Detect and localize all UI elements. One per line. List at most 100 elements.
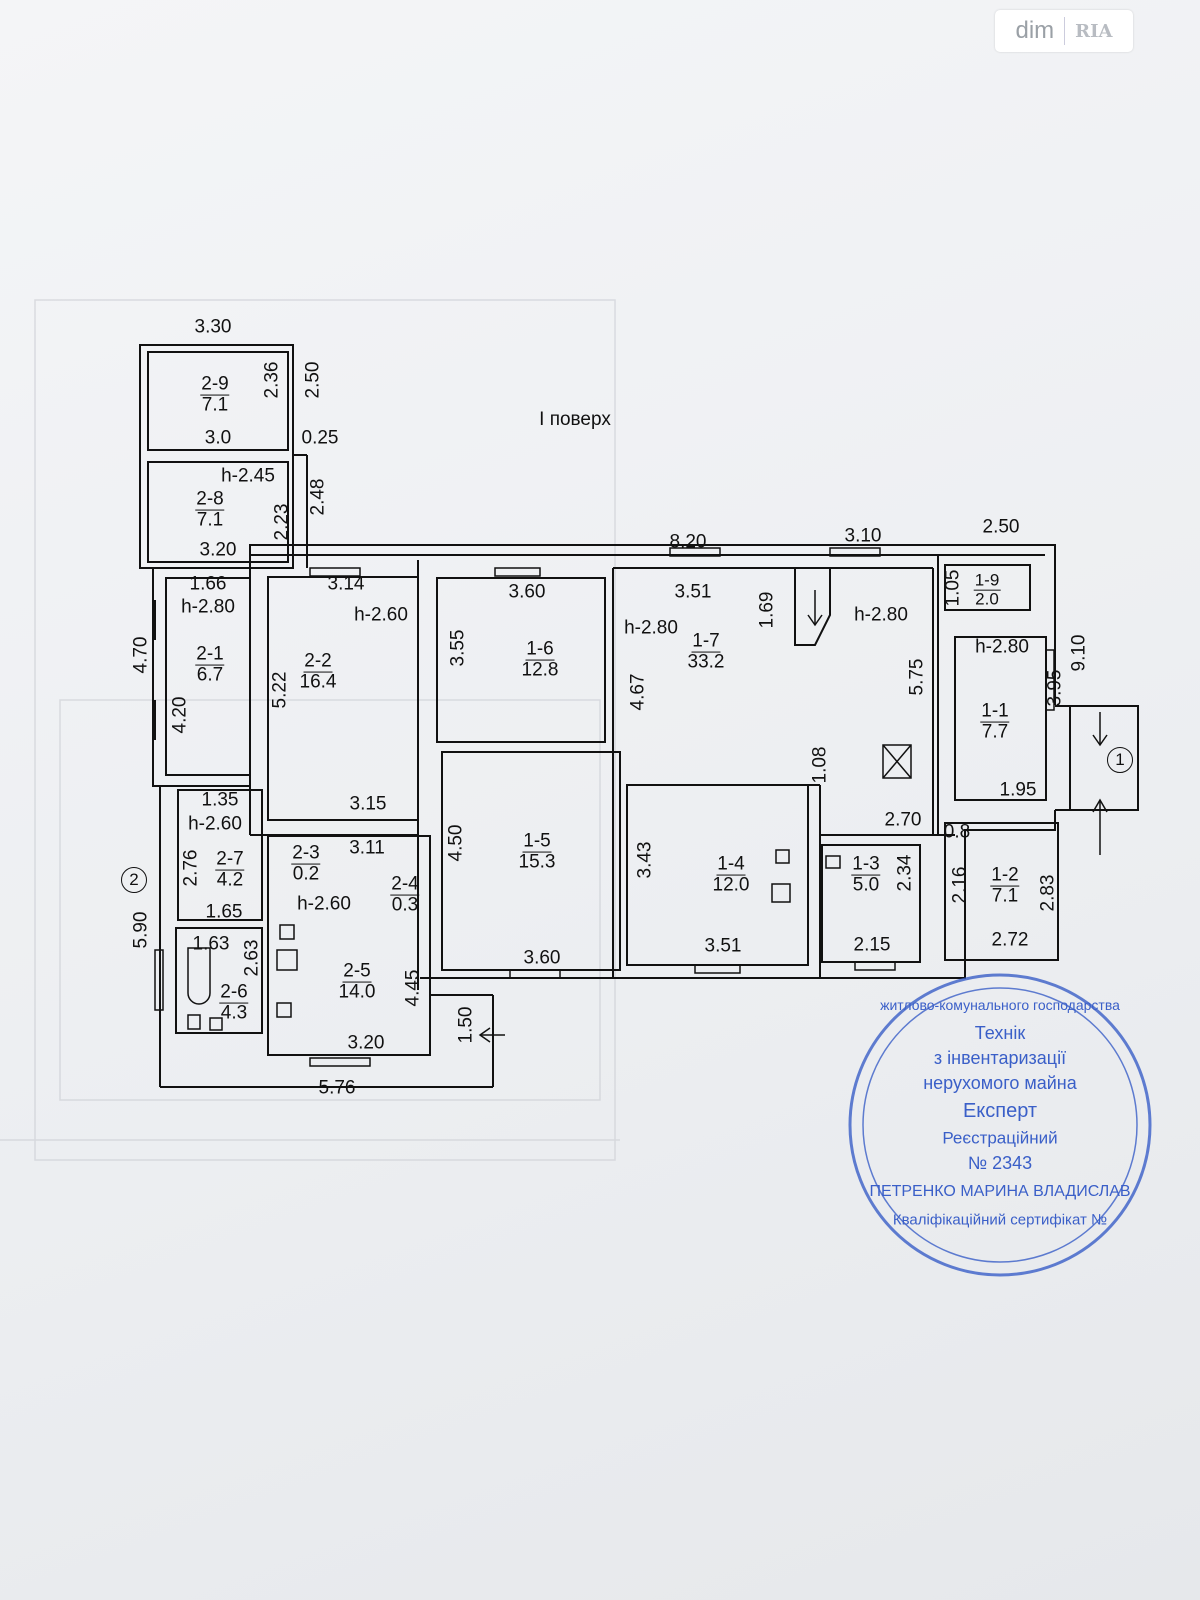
dimension: 3.11 <box>349 837 385 859</box>
dimension: 2.15 <box>853 934 891 956</box>
room-area: 7.1 <box>201 394 229 416</box>
room-number: 1-9 <box>973 570 1001 591</box>
room-number: 2-1 <box>195 643 225 666</box>
dimension: 1.95 <box>999 779 1037 801</box>
dimension: 2.34 <box>894 854 916 892</box>
floor-title: I поверх <box>539 409 611 430</box>
ceiling-height: h-2.60 <box>297 893 351 915</box>
dimension: 3.10 <box>844 525 882 547</box>
dimension: 1.66 <box>189 573 227 595</box>
dimension: 5.76 <box>318 1077 356 1099</box>
dimension: 5.90 <box>130 911 152 949</box>
dimension: 3.43 <box>634 841 656 879</box>
room-number: 1-2 <box>990 864 1020 887</box>
room-area: 7.7 <box>981 721 1009 743</box>
room-number: 1-6 <box>525 638 555 661</box>
room-number: 2-6 <box>219 981 249 1004</box>
room-area: 4.3 <box>220 1002 248 1024</box>
room-number: 1-3 <box>851 853 881 876</box>
room-area: 14.0 <box>338 981 376 1003</box>
room-area: 2.0 <box>975 589 999 609</box>
dimria-logo: dim RIA <box>995 10 1133 52</box>
dimension: 1.65 <box>205 901 243 923</box>
room-number: 2-4 <box>390 873 420 896</box>
dimension: 1.08 <box>809 746 831 784</box>
room-number: 1-1 <box>980 700 1010 723</box>
dimension: 3.51 <box>674 581 712 603</box>
room-number: 1-5 <box>522 830 552 853</box>
room-area: 6.7 <box>196 664 224 686</box>
room-area: 12.8 <box>521 659 559 681</box>
dimension: 2.50 <box>302 361 324 399</box>
stamp-circle <box>848 973 1152 1277</box>
room-area: 0.3 <box>391 894 419 916</box>
stamp-text: Експерт <box>962 1100 1038 1122</box>
dimension: 3.30 <box>194 316 232 338</box>
dimension: 2.48 <box>307 478 329 516</box>
ceiling-height: h-2.60 <box>188 813 242 835</box>
room-area: 0.2 <box>292 863 320 885</box>
dimension: 4.20 <box>169 696 191 734</box>
dimension: 0.25 <box>301 427 339 449</box>
room-number: 2-9 <box>200 373 230 396</box>
dimension: 4.67 <box>627 673 649 711</box>
dimension: 3.60 <box>508 581 546 603</box>
room-area: 5.0 <box>852 874 880 896</box>
dimension: 4.50 <box>445 824 467 862</box>
room-area: 7.1 <box>991 885 1019 907</box>
stamp-text: Технік <box>974 1023 1026 1043</box>
room-area: 16.4 <box>299 671 337 693</box>
dimension: 2.83 <box>1037 874 1059 912</box>
stamp-text: нерухомого майна <box>923 1073 1077 1093</box>
room-number: 1-7 <box>691 630 721 653</box>
dimension: 3.0 <box>204 427 232 449</box>
dimension: 9.10 <box>1068 634 1090 672</box>
dimension: 3.60 <box>523 947 561 969</box>
dimension: 5.75 <box>906 658 928 696</box>
dimension: 2.63 <box>241 939 263 977</box>
room-area: 4.2 <box>216 869 244 891</box>
ceiling-height: h-2.60 <box>354 604 408 626</box>
dimension: 1.63 <box>192 933 230 955</box>
dimension: 2.76 <box>180 849 202 887</box>
dimension: 1.35 <box>201 789 239 811</box>
room-number: 2-3 <box>291 842 321 865</box>
dimension: 2.70 <box>884 809 922 831</box>
dimension: 1.05 <box>942 569 964 607</box>
room-area: 15.3 <box>518 851 556 873</box>
dimension: 3.95 <box>1044 669 1066 707</box>
ceiling-height: h-2.80 <box>624 617 678 639</box>
stamp-text: з інвентаризації <box>933 1048 1067 1068</box>
entrance-marker: 1 <box>1107 747 1133 773</box>
dimension: 2.23 <box>271 503 293 541</box>
dimension: 5.22 <box>269 671 291 709</box>
dimension: 3.14 <box>327 573 365 595</box>
room-area: 33.2 <box>687 651 725 673</box>
ceiling-height: h-2.45 <box>221 465 275 487</box>
ceiling-height: h-2.80 <box>854 604 908 626</box>
stamp-text: Реєстраційний <box>942 1128 1058 1148</box>
room-number: 1-4 <box>716 853 746 876</box>
room-number: 2-2 <box>303 650 333 673</box>
dimension: 4.70 <box>130 636 152 674</box>
dimension: 2.36 <box>261 361 283 399</box>
dimension: 1.69 <box>756 591 778 629</box>
room-number: 2-7 <box>215 848 245 871</box>
ceiling-height: h-2.80 <box>181 596 235 618</box>
stamp-text: № 2343 <box>967 1153 1033 1173</box>
dimension: 8.20 <box>669 531 707 553</box>
